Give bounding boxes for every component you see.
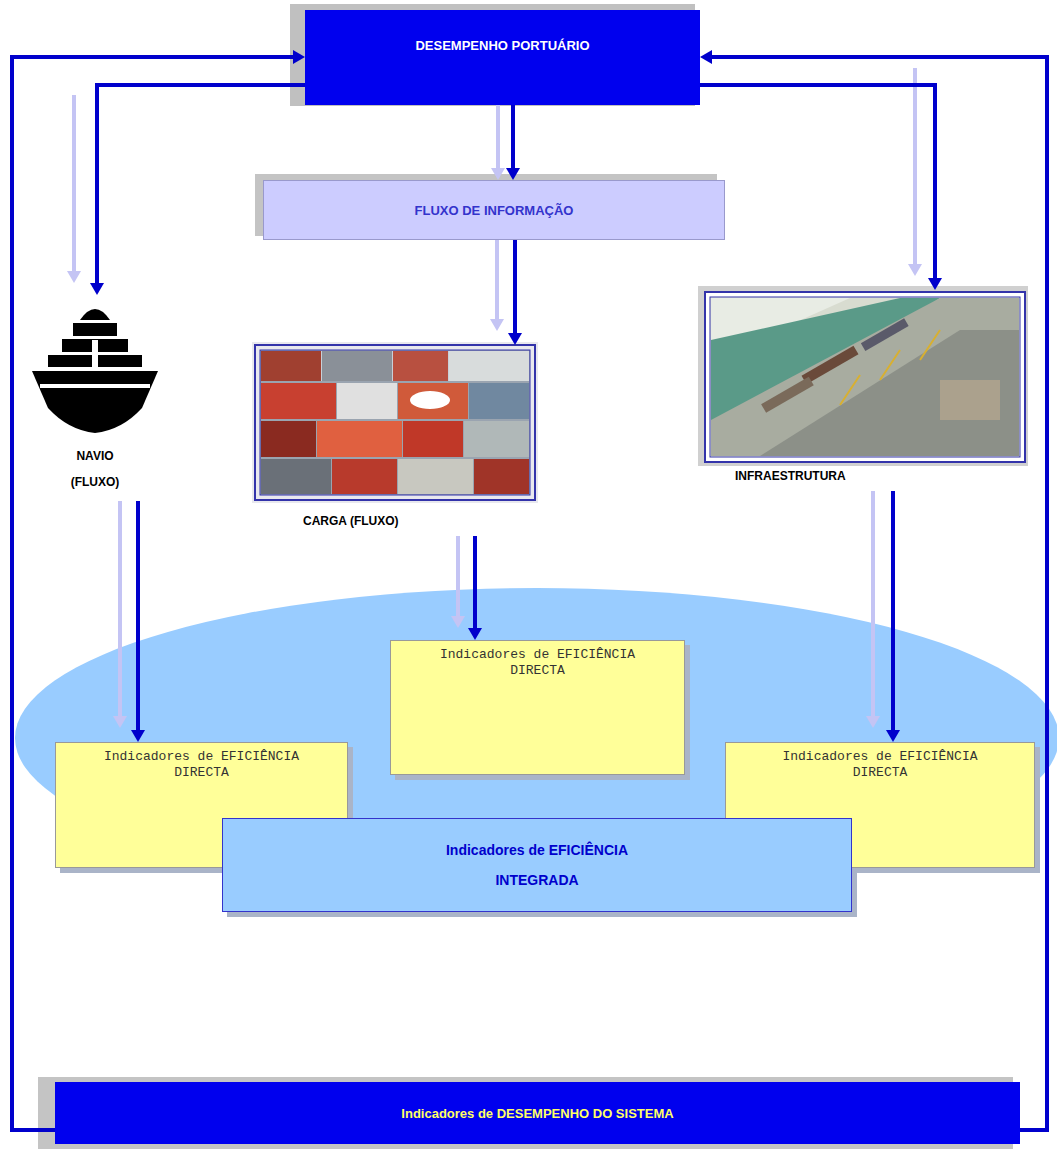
arrow-head <box>113 716 127 728</box>
connector-line <box>72 95 76 273</box>
connector-line <box>710 57 1047 1130</box>
arrow-head <box>506 168 520 180</box>
connector-line <box>511 105 515 170</box>
connector-line <box>891 491 895 732</box>
node-label: NAVIO (FLUXO) <box>60 443 130 495</box>
arrow-head <box>908 264 922 276</box>
arrow-head <box>293 50 305 64</box>
node-label: FLUXO DE INFORMAÇÃO <box>415 203 574 218</box>
arrow-head <box>886 730 900 742</box>
flow-arrow <box>491 105 520 180</box>
node-label: Indicadores de EFICIÊNCIA DIRECTA <box>770 749 990 781</box>
node-label: INFRAESTRUTURA <box>735 467 846 485</box>
node-label: CARGA (FLUXO) <box>303 512 399 530</box>
connector-line <box>136 501 140 732</box>
connector-line <box>913 68 917 266</box>
connector-line <box>118 501 122 718</box>
connector-line <box>700 85 935 280</box>
flow-arrow <box>12 50 305 1130</box>
arrow-head <box>928 278 942 290</box>
flow-arrow <box>490 240 522 345</box>
arrow-head <box>468 628 482 640</box>
ship-node: NAVIO (FLUXO) <box>30 295 160 495</box>
infrastructure-node: INFRAESTRUTURA <box>705 290 1025 485</box>
information-flow-box: FLUXO DE INFORMAÇÃO <box>263 180 725 240</box>
arrow-head <box>700 50 712 64</box>
arrow-head <box>67 271 81 283</box>
cargo-photo <box>252 342 538 503</box>
connector-line <box>871 491 875 718</box>
arrow-head <box>866 716 880 728</box>
node-label: DESEMPENHO PORTUÁRIO <box>415 38 589 53</box>
cargo-node: CARGA (FLUXO) <box>255 345 535 530</box>
node-label: Indicadores de EFICIÊNCIA DIRECTA <box>428 647 648 679</box>
connector-line <box>513 240 517 335</box>
flow-arrow <box>451 536 482 640</box>
direct-efficiency-box: Indicadores de EFICIÊNCIA DIRECTA <box>390 640 685 775</box>
connector-line <box>473 536 477 630</box>
integrated-efficiency-box: Indicadores de EFICIÊNCIA INTEGRADA <box>222 818 852 912</box>
arrow-head <box>131 730 145 742</box>
node-label: Indicadores de EFICIÊNCIA DIRECTA <box>92 749 312 781</box>
flow-arrow <box>700 68 942 290</box>
connector-line <box>495 240 499 321</box>
flow-arrow <box>700 50 1047 1130</box>
connector-line <box>496 105 500 170</box>
performance-box: DESEMPENHO PORTUÁRIO <box>305 10 700 105</box>
arrow-head <box>491 168 505 180</box>
ship-icon <box>32 309 158 433</box>
flow-arrow <box>113 501 145 742</box>
connector-line <box>12 57 295 1130</box>
flow-arrow <box>866 491 900 742</box>
arrow-head <box>90 283 104 295</box>
system-performance-box: Indicadores de DESEMPENHO DO SISTEMA <box>55 1082 1020 1144</box>
port-photo <box>698 286 1028 466</box>
arrow-head <box>508 333 522 345</box>
connector-line <box>456 536 460 618</box>
arrow-head <box>490 319 504 331</box>
node-label: Indicadores de EFICIÊNCIA INTEGRADA <box>437 835 637 895</box>
node-label: Indicadores de DESEMPENHO DO SISTEMA <box>401 1106 673 1121</box>
arrow-head <box>451 616 465 628</box>
